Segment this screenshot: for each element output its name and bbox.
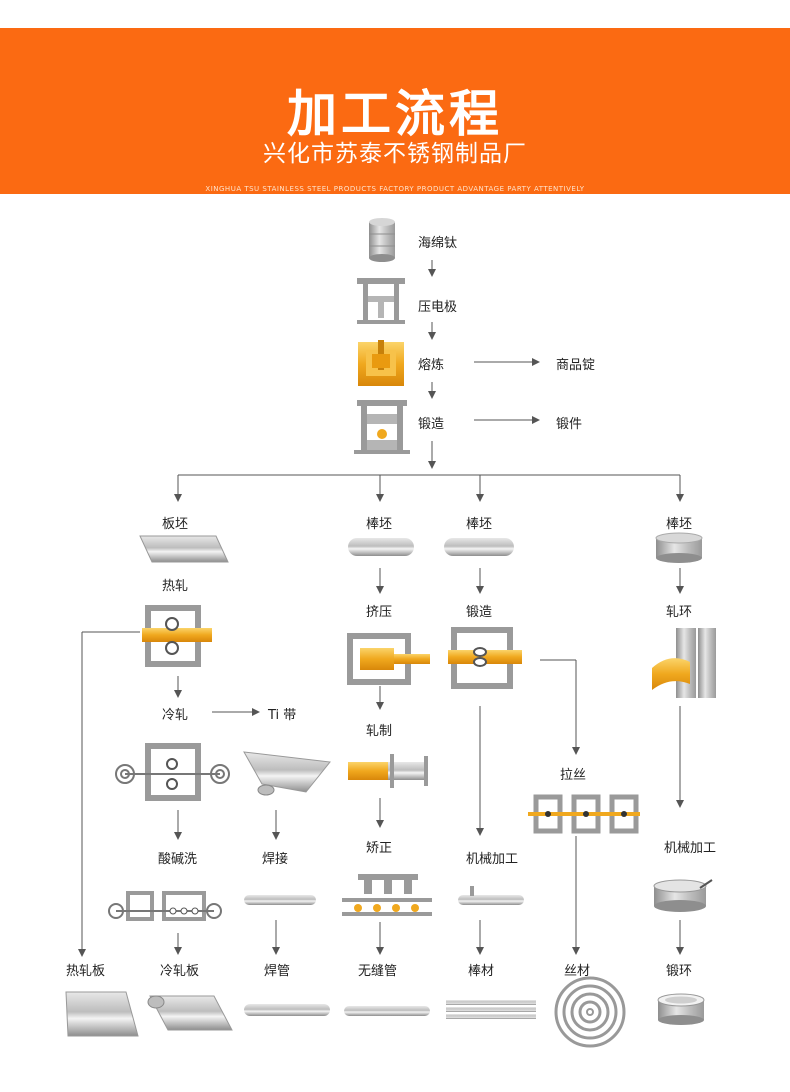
label-machining-1: 机械加工 — [466, 852, 519, 867]
label-cold-rolled-plate: 冷轧板 — [160, 964, 200, 979]
label-ring-rolling: 轧环 — [666, 605, 693, 620]
label-forging-piece: 锻件 — [556, 417, 583, 432]
cold-rolling-mill-icon — [115, 743, 230, 801]
slab-icon — [139, 535, 229, 563]
cold-rolled-plate-icon — [147, 995, 233, 1031]
label-hot-rolled-plate: 热轧板 — [66, 964, 106, 979]
label-pickling: 酸碱洗 — [158, 852, 198, 867]
label-sponge-titanium: 海绵钛 — [418, 236, 458, 251]
label-machining-2: 机械加工 — [664, 841, 717, 856]
label-forging: 锻造 — [418, 417, 445, 432]
smelting-furnace-icon — [358, 340, 404, 386]
wire-drawing-machine-icon — [528, 794, 640, 834]
label-straightening: 矫正 — [366, 841, 393, 856]
label-slab: 板坯 — [162, 517, 189, 532]
header-banner: 加工流程 兴化市苏泰不锈钢制品厂 XINGHUA TSU STAINLESS S… — [0, 28, 790, 194]
forging-hammer-icon — [448, 627, 522, 689]
seamless-pipe-icon — [344, 1006, 430, 1016]
wire-coil-icon — [554, 976, 626, 1048]
label-rolling: 轧制 — [366, 724, 393, 739]
label-cold-rolling: 冷轧 — [162, 708, 189, 723]
page-title: 加工流程 — [287, 85, 503, 143]
label-bar: 棒材 — [468, 964, 495, 979]
hot-rolled-plate-icon — [65, 991, 139, 1037]
label-welding: 焊接 — [262, 852, 289, 867]
hot-rolling-mill-icon — [142, 605, 212, 667]
english-tagline: XINGHUA TSU STAINLESS STEEL PRODUCTS FAC… — [205, 185, 585, 193]
label-extrusion: 挤压 — [366, 605, 393, 620]
label-forging-2: 锻造 — [466, 605, 493, 620]
round-billet-icon — [655, 532, 703, 563]
straightening-machine-icon — [342, 874, 432, 916]
pickling-line-icon — [108, 891, 222, 921]
forging-press-icon — [354, 400, 410, 454]
rolled-tube-icon — [348, 754, 428, 788]
forged-ring-icon — [657, 993, 705, 1025]
label-ti-strip: Ti 带 — [268, 708, 297, 723]
bar-stock-icon — [446, 1000, 536, 1019]
label-bar-billet-2: 棒坯 — [466, 517, 493, 532]
label-smelting: 熔炼 — [418, 358, 445, 373]
welded-tube-icon — [244, 895, 316, 905]
label-commercial-ingot: 商品锭 — [556, 358, 596, 373]
label-bar-billet-1: 棒坯 — [366, 517, 393, 532]
label-hot-rolling: 热轧 — [162, 579, 189, 594]
extrusion-press-icon — [347, 633, 430, 685]
label-bar-billet-3: 棒坯 — [666, 517, 693, 532]
machined-bar-icon — [458, 886, 524, 905]
label-press-electrode: 压电极 — [418, 300, 458, 315]
label-wire-drawing: 拉丝 — [560, 768, 587, 783]
label-wire: 丝材 — [564, 964, 591, 979]
bar-billet-icon — [348, 538, 414, 556]
label-seamless-pipe: 无缝管 — [358, 964, 398, 979]
label-welded-pipe: 焊管 — [264, 964, 291, 979]
company-name: 兴化市苏泰不锈钢制品厂 — [263, 141, 527, 167]
welded-pipe-icon — [244, 1004, 330, 1016]
ring-rolling-mill-icon — [652, 628, 716, 698]
ti-strip-sheet-icon — [243, 751, 331, 796]
sponge-titanium-icon — [369, 218, 395, 262]
label-forged-ring: 锻环 — [666, 964, 693, 979]
bar-billet-icon-2 — [444, 538, 514, 556]
electrode-press-icon — [357, 278, 405, 324]
machined-ring-icon — [653, 879, 713, 912]
